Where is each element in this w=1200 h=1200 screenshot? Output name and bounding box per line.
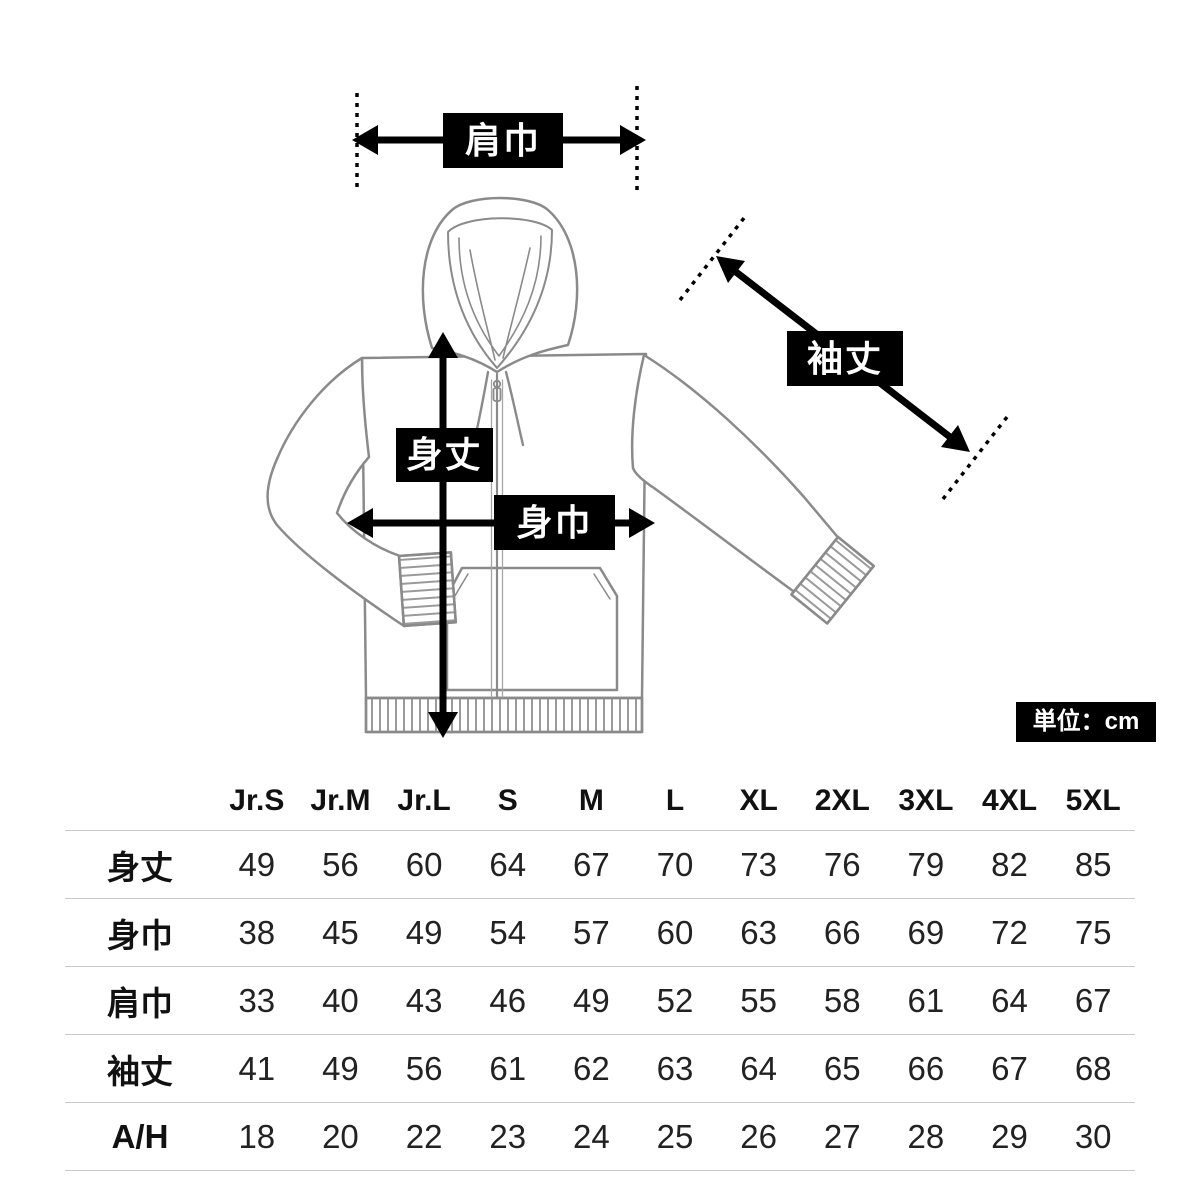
size-value-cell: 57: [572, 913, 610, 951]
sleeve-length-label: 袖丈: [787, 331, 903, 386]
size-value-cell: 49: [322, 1049, 359, 1087]
hem-ribbing: [364, 696, 644, 734]
size-column-header: S: [497, 784, 518, 817]
size-column-header: 3XL: [898, 784, 954, 817]
size-value-cell: 23: [489, 1117, 527, 1155]
body-length-arrow: [428, 332, 458, 738]
size-value-cell: 43: [405, 981, 443, 1019]
size-value-cell: 67: [1074, 981, 1112, 1019]
size-value-cell: 40: [322, 981, 359, 1019]
size-value-cell: 67: [572, 845, 610, 883]
measurement-row-label: A/H: [111, 1117, 169, 1155]
measurement-row-label: 身丈: [107, 848, 173, 886]
unit-label: 単位：cm: [1016, 702, 1156, 742]
sleeve-guide-top: [678, 216, 746, 302]
size-column-header: Jr.M: [310, 784, 371, 817]
size-column-header: L: [665, 784, 685, 817]
size-value-cell: 27: [823, 1117, 861, 1155]
table-row: A/H 18 20 22 23 24 25 26 27 28 29 30: [65, 1102, 1135, 1171]
size-value-cell: 49: [405, 913, 443, 951]
size-value-cell: 70: [656, 845, 694, 883]
size-value-cell: 79: [907, 845, 945, 883]
size-value-cell: 56: [405, 1049, 443, 1087]
right-sleeve: [630, 353, 843, 596]
size-column-header: 4XL: [982, 784, 1038, 817]
size-table-header-row: Jr.S Jr.M Jr.L S M L XL 2XL 3XL 4XL 5XL: [65, 772, 1135, 830]
body-length-label: 身丈: [396, 428, 493, 482]
table-row: 肩巾 33 40 43 46 49 52 55 58 61 64 67: [65, 966, 1135, 1034]
size-value-cell: 63: [656, 1049, 694, 1087]
sleeve-guide-bottom: [941, 415, 1009, 501]
size-value-cell: 18: [238, 1117, 276, 1155]
size-value-cell: 33: [238, 981, 276, 1019]
measurement-row-label: 肩巾: [107, 984, 173, 1022]
table-row: 身巾 38 45 49 54 57 60 63 66 69 72 75: [65, 898, 1135, 966]
size-value-cell: 72: [991, 913, 1028, 951]
size-value-cell: 25: [656, 1117, 694, 1155]
size-value-cell: 28: [907, 1117, 945, 1155]
size-value-cell: 68: [1074, 1049, 1112, 1087]
size-value-cell: 49: [572, 981, 610, 1019]
size-table: Jr.S Jr.M Jr.L S M L XL 2XL 3XL 4XL 5XL 身丈 49 56 60 64…: [65, 772, 1135, 1171]
size-value-cell: 22: [405, 1117, 443, 1155]
size-value-cell: 60: [656, 913, 694, 951]
size-value-cell: 45: [322, 913, 359, 951]
size-column-header: Jr.L: [397, 784, 451, 817]
size-value-cell: 64: [991, 981, 1028, 1019]
size-value-cell: 66: [823, 913, 861, 951]
size-value-cell: 54: [489, 913, 527, 951]
size-value-cell: 60: [405, 845, 443, 883]
size-value-cell: 26: [740, 1117, 777, 1155]
size-column-header: XL: [739, 784, 778, 817]
size-value-cell: 29: [991, 1117, 1028, 1155]
size-value-cell: 61: [489, 1049, 527, 1087]
size-value-cell: 62: [572, 1049, 610, 1087]
size-table-body: 身丈 49 56 60 64 67 70 73 76 79 82 85 身巾 38 45 49 54 57 60 63…: [65, 830, 1135, 1171]
size-value-cell: 75: [1074, 913, 1112, 951]
size-value-cell: 66: [907, 1049, 945, 1087]
size-value-cell: 73: [740, 845, 777, 883]
table-row: 袖丈 41 49 56 61 62 63 64 65 66 67 68: [65, 1034, 1135, 1102]
size-column-header: Jr.S: [229, 784, 285, 817]
size-value-cell: 38: [238, 913, 276, 951]
size-value-cell: 30: [1074, 1117, 1112, 1155]
size-value-cell: 85: [1074, 845, 1112, 883]
table-row: 身丈 49 56 60 64 67 70 73 76 79 82 85: [65, 830, 1135, 898]
size-value-cell: 67: [991, 1049, 1028, 1087]
size-value-cell: 82: [991, 845, 1028, 883]
size-value-cell: 20: [322, 1117, 359, 1155]
size-value-cell: 46: [489, 981, 527, 1019]
size-value-cell: 58: [823, 981, 861, 1019]
size-value-cell: 24: [572, 1117, 610, 1155]
size-value-cell: 55: [740, 981, 777, 1019]
hoodie-illustration: [266, 86, 1009, 738]
size-value-cell: 76: [823, 845, 861, 883]
measurement-row-label: 袖丈: [107, 1052, 173, 1090]
size-value-cell: 64: [489, 845, 527, 883]
size-value-cell: 61: [907, 981, 945, 1019]
size-value-cell: 56: [322, 845, 359, 883]
size-diagram: 肩巾 袖丈 身丈 身巾 単位：cm: [266, 86, 1156, 742]
body-width-label: 身巾: [494, 495, 615, 550]
size-column-header: 2XL: [814, 784, 870, 817]
left-sleeve: [266, 356, 406, 628]
kangaroo-pocket: [445, 566, 619, 692]
size-value-cell: 69: [907, 913, 945, 951]
size-value-cell: 65: [823, 1049, 861, 1087]
measurement-row-label: 身巾: [107, 916, 173, 954]
size-column-header: 5XL: [1065, 784, 1121, 817]
size-value-cell: 49: [238, 845, 276, 883]
right-cuff: [790, 535, 875, 625]
left-cuff: [397, 551, 458, 628]
shoulder-width-label: 肩巾: [443, 113, 563, 168]
size-value-cell: 52: [656, 981, 694, 1019]
hood: [421, 196, 579, 374]
size-column-header: M: [578, 784, 604, 817]
size-value-cell: 64: [740, 1049, 777, 1087]
size-value-cell: 63: [740, 913, 777, 951]
size-value-cell: 41: [238, 1049, 276, 1087]
